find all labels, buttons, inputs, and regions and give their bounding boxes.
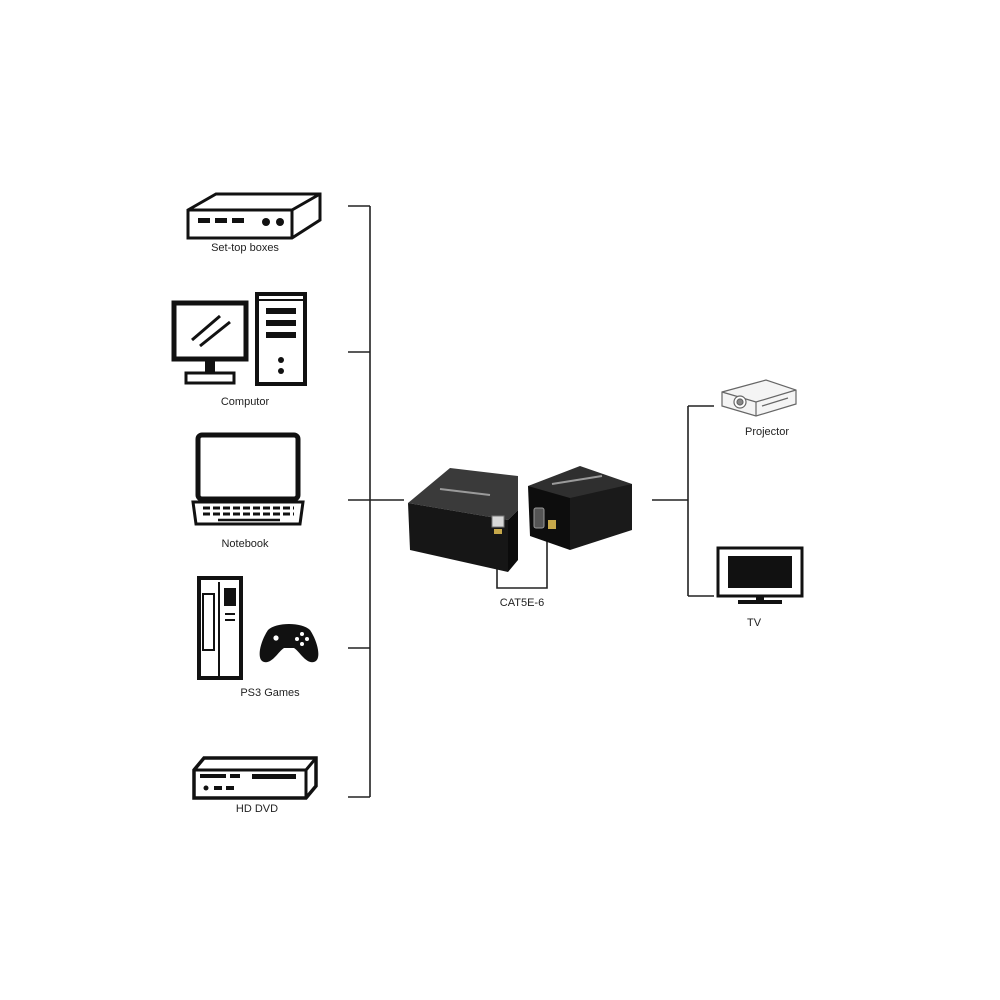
source-bracket [348,205,404,798]
tv-icon [716,546,804,604]
source-label-set-top-box: Set-top boxes [211,242,279,254]
cable-label: CAT5E-6 [499,597,545,609]
display-label-projector: Projector [744,426,790,438]
laptop-icon [191,432,305,526]
game-console-icon [197,576,319,680]
display-bracket [652,405,714,597]
source-label-ps3: PS3 Games [240,687,300,699]
dvd-player-icon [192,756,318,800]
projector-icon [721,379,797,417]
set-top-box-icon [186,192,322,240]
source-label-hd-dvd: HD DVD [235,803,279,815]
source-label-notebook: Notebook [221,538,269,550]
display-label-tv: TV [746,617,762,629]
receiver-box-icon [528,466,632,550]
transmitter-box-icon [408,468,518,572]
source-label-computer: Computor [220,396,270,408]
desktop-computer-icon [171,292,307,386]
